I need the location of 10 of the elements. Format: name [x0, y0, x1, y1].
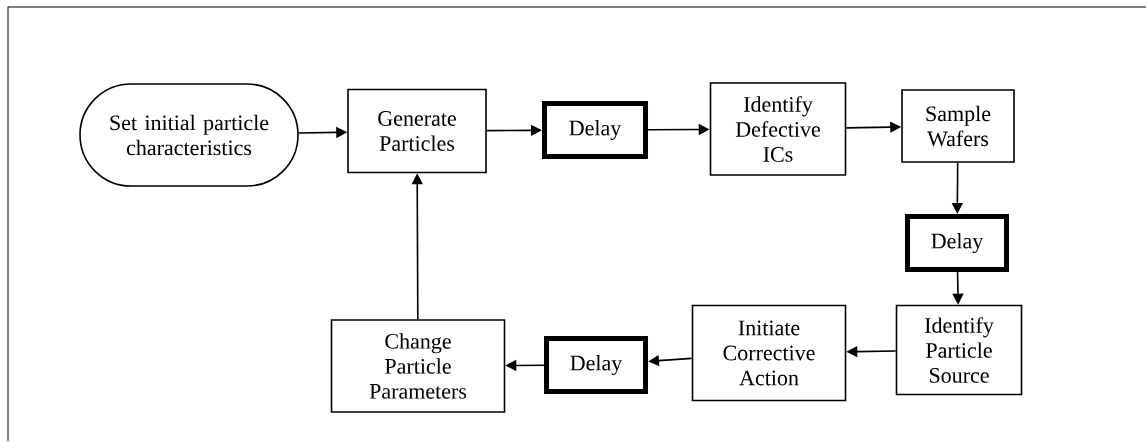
process-box: Sample Wafers [901, 89, 1015, 163]
process-box: Generate Particles [347, 88, 487, 174]
process-box: Identify Particle Source [895, 304, 1023, 396]
process-box: Initiate Corrective Action [691, 304, 847, 402]
delay-box: Delay [544, 336, 648, 394]
delay-box: Delay [905, 214, 1009, 272]
delay-box: Delay [542, 101, 648, 159]
process-box: Change Particle Parameters [330, 319, 506, 413]
process-box: Identify Defective ICs [709, 82, 847, 176]
start-terminal: Set initial particle characteristics [79, 83, 299, 187]
